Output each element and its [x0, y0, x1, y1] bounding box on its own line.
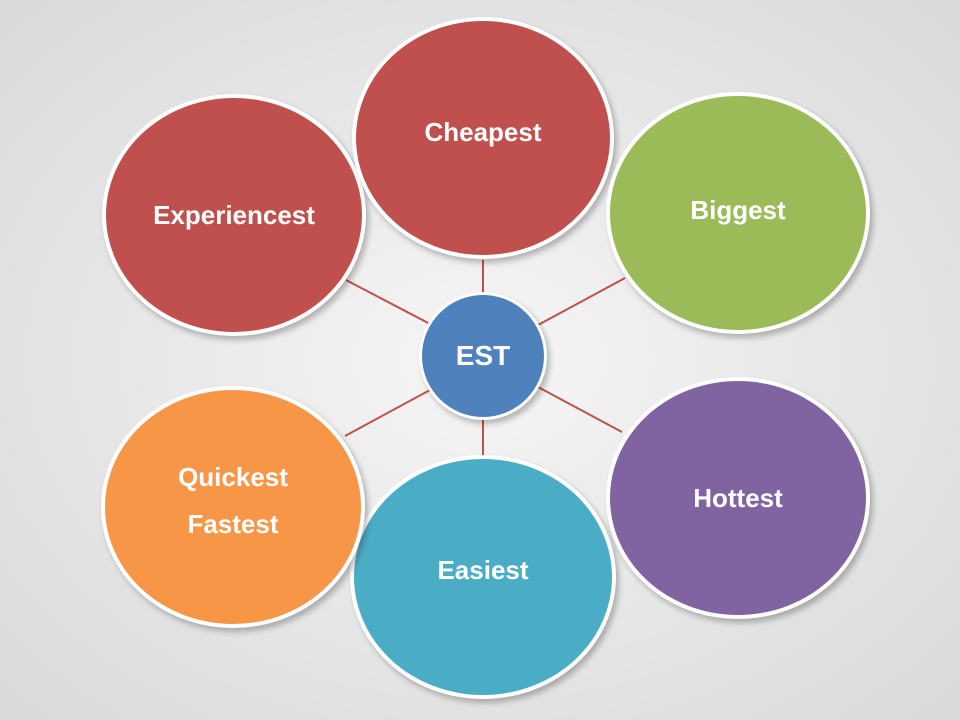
connector-biggest: [537, 277, 626, 326]
hub-est-label: EST: [455, 339, 511, 371]
node-fastest-label: Fastest: [187, 509, 279, 539]
node-quickest-fastest: Quickest Fastest: [101, 386, 365, 628]
node-experiencest-label: Experiencest: [153, 199, 315, 230]
hub-est: EST: [419, 292, 547, 420]
node-biggest-label: Biggest: [690, 194, 786, 225]
node-cheapest-label: Cheapest: [424, 116, 542, 147]
node-biggest: Biggest: [606, 92, 870, 334]
node-experiencest: Experiencest: [102, 94, 366, 336]
node-cheapest: Cheapest: [352, 17, 614, 259]
connector-hottest: [537, 386, 623, 433]
connector-experiencest: [345, 279, 433, 326]
node-easiest-label: Easiest: [437, 554, 529, 585]
node-easiest: Easiest: [350, 455, 616, 699]
node-hottest-label: Hottest: [693, 482, 783, 513]
connector-quickest-fastest: [344, 389, 431, 437]
node-hottest: Hottest: [606, 377, 870, 619]
node-quickest-label: Quickest: [178, 462, 288, 493]
